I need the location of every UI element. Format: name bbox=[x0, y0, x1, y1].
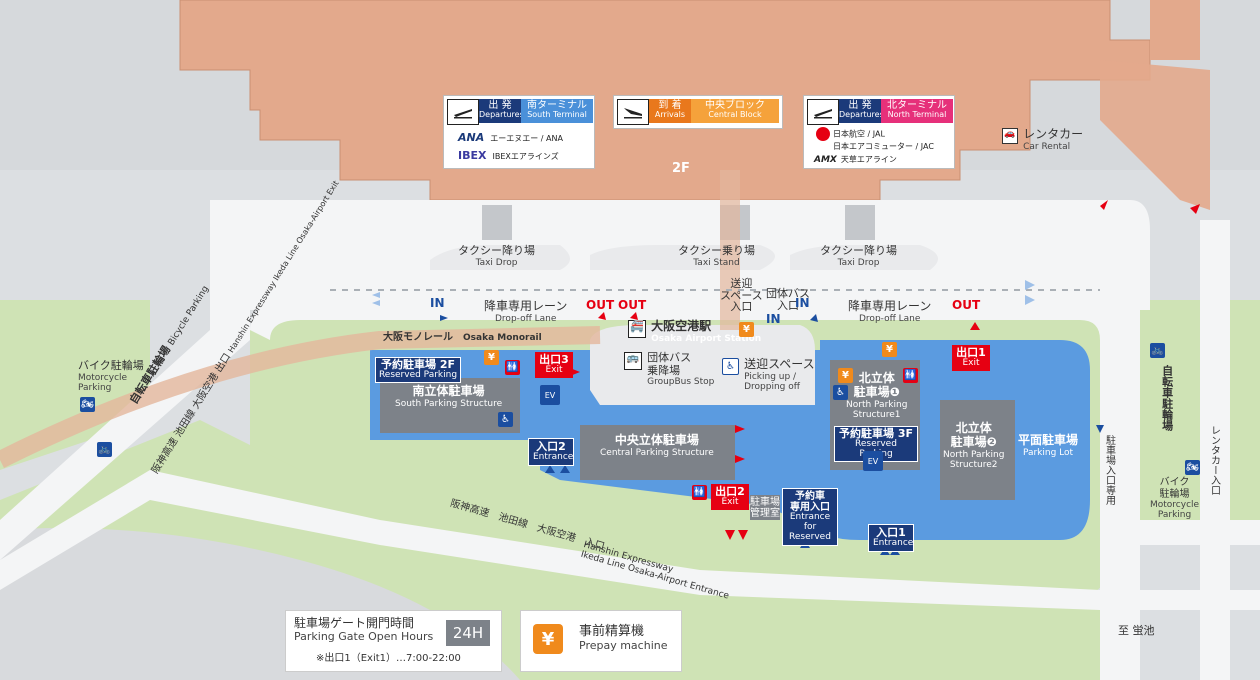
car-rental-icon: 🚗 bbox=[1002, 128, 1018, 144]
gate-hours-badge: 24H bbox=[446, 620, 490, 646]
accessible-icon: ♿ bbox=[833, 385, 848, 400]
bicycle-icon: 🚲 bbox=[1150, 343, 1165, 358]
accessible-icon: ♿ bbox=[498, 412, 513, 427]
train-icon: 🚝 bbox=[628, 320, 646, 338]
yen-icon: ¥ bbox=[838, 368, 853, 383]
yen-icon: ¥ bbox=[739, 322, 754, 337]
restroom-icon: 🚻 bbox=[903, 368, 918, 383]
rental-car-entrance: レンタカー入口 bbox=[1208, 425, 1220, 495]
yen-icon: ¥ bbox=[882, 342, 897, 357]
restroom-icon: 🚻 bbox=[692, 485, 707, 500]
group-bus-entrance: 団体バス入口 bbox=[766, 287, 810, 312]
yen-icon: ¥ bbox=[533, 624, 563, 654]
ev-charger-icon: EV bbox=[863, 451, 883, 471]
jal-airline: 日本航空 / JAL bbox=[833, 129, 885, 139]
out-label-3: OUT bbox=[952, 298, 981, 312]
bicycle-icon: 🚲 bbox=[97, 442, 112, 457]
monorail-label: 大阪モノレール Osaka Monorail bbox=[383, 332, 542, 343]
restroom-icon: 🚻 bbox=[505, 360, 520, 375]
bicycle-parking-right: 自転車駐輪場 bbox=[1160, 365, 1174, 431]
amx-airline: 天草エアライン bbox=[840, 155, 897, 164]
ana-airline: エーエヌエー / ANA bbox=[490, 134, 563, 143]
in-label-middle: IN bbox=[766, 312, 781, 326]
ana-logo: ANA bbox=[458, 131, 485, 144]
parking-office: 駐車場管理室 bbox=[750, 497, 780, 519]
to-hotaike: 至 蛍池 bbox=[1118, 624, 1155, 637]
yen-icon: ¥ bbox=[484, 350, 499, 365]
departures-plane-icon bbox=[447, 99, 479, 125]
out-label-1: OUT bbox=[586, 298, 615, 312]
out-label-2: OUT bbox=[618, 298, 647, 312]
jac-airline: 日本エアコミューター / JAC bbox=[833, 142, 934, 151]
parking-entrance-only: 駐車場入口専用 bbox=[1103, 435, 1115, 505]
bus-icon: 🚌 bbox=[624, 352, 642, 370]
motorcycle-icon: 🏍 bbox=[1185, 460, 1200, 475]
floor-2f-label: 2F bbox=[672, 161, 690, 176]
gate-hours-note: ※出口1（Exit1）…7:00-22:00 bbox=[316, 653, 461, 664]
ibex-airline: IBEXエアラインズ bbox=[492, 152, 559, 161]
in-label-right: IN bbox=[795, 296, 810, 310]
ev-charger-icon: EV bbox=[540, 385, 560, 405]
accessible-icon: ♿ bbox=[722, 358, 739, 375]
ibex-logo: IBEX bbox=[458, 149, 487, 162]
motorcycle-icon: 🏍 bbox=[80, 397, 95, 412]
departures-plane-icon bbox=[807, 99, 839, 125]
in-label-left: IN bbox=[430, 296, 445, 310]
amx-logo: AMX bbox=[814, 155, 837, 165]
pickup-space-entrance: 送迎スペース入口 bbox=[720, 277, 763, 314]
arrivals-plane-icon bbox=[617, 99, 649, 125]
jal-logo-icon bbox=[816, 127, 830, 141]
